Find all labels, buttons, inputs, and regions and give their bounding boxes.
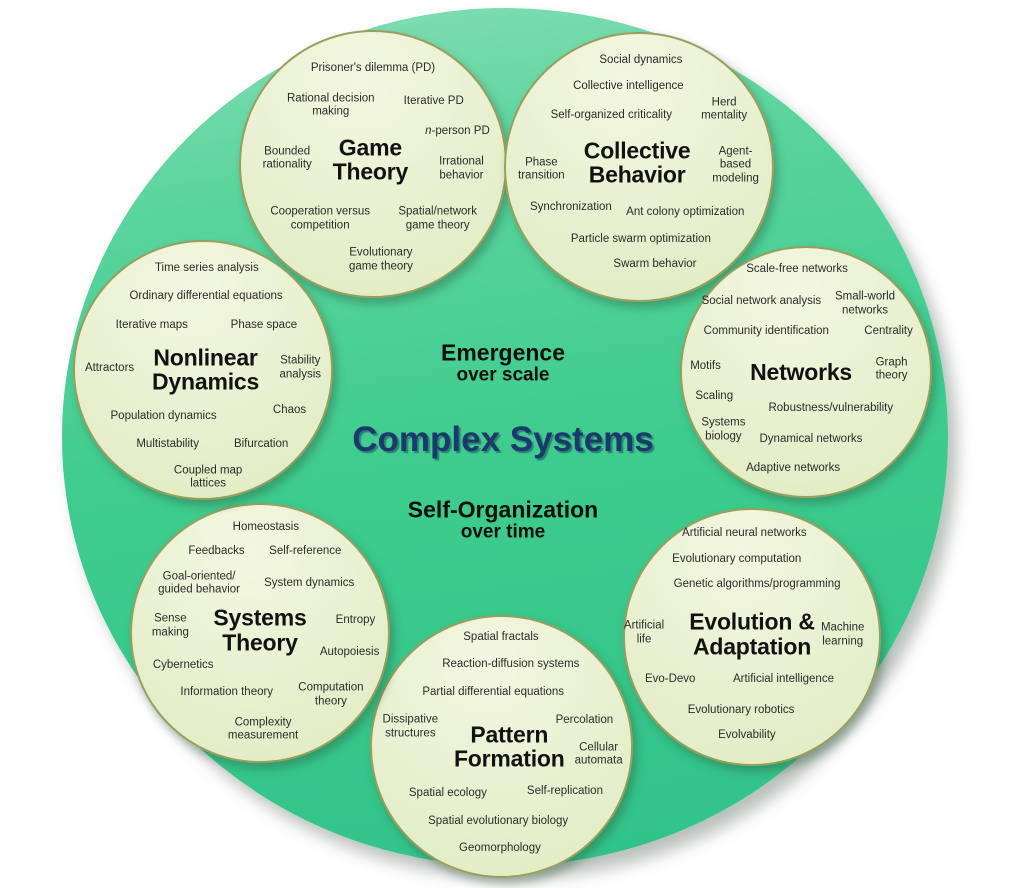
networks-title: Networks [750, 358, 852, 385]
evolution-adaptation-term: Machine learning [820, 621, 865, 647]
networks-term: Robustness/vulnerability [768, 402, 894, 415]
evolution-adaptation-term: Artificial life [623, 619, 665, 646]
collective-behavior-term: Agent-based modeling [712, 145, 759, 185]
networks-term: Small-world networks [834, 290, 896, 317]
nonlinear-dynamics-term: Multistability [136, 437, 199, 450]
systems-theory-term: Cybernetics [152, 658, 214, 671]
game-theory-term: n-person PD [425, 125, 490, 138]
systems-theory-term: System dynamics [264, 577, 355, 590]
game-theory-term: Rational decision making [286, 92, 375, 118]
pattern-formation-term: Spatial fractals [463, 630, 539, 643]
systems-theory-term: Complexity measurement [227, 715, 299, 742]
networks-term: Graph theory [875, 355, 908, 382]
collective-behavior-term: Social dynamics [599, 53, 683, 66]
evolution-adaptation-term: Artificial intelligence [732, 673, 834, 686]
emergence-label: Emergence over scale [441, 339, 565, 386]
self-organization-line2: over time [460, 521, 546, 543]
systems-theory-term: Self-reference [269, 545, 342, 558]
collective-behavior-term: Collective intelligence [573, 80, 684, 93]
networks-term: Scaling [695, 390, 734, 403]
game-theory-term: Evolutionary game theory [348, 246, 413, 273]
nonlinear-dynamics-term: Bifurcation [233, 437, 289, 450]
collective-behavior-term: Synchronization [529, 201, 612, 214]
nonlinear-dynamics-term: Stability analysis [279, 354, 322, 380]
evolution-adaptation-term: Evolutionary computation [672, 553, 802, 566]
systems-theory-term: Homeostasis [232, 520, 300, 533]
pattern-formation-term: Percolation [555, 714, 614, 727]
systems-theory-term: Computation theory [298, 681, 364, 707]
collective-behavior-term: Ant colony optimization [626, 206, 745, 219]
networks-term: Adaptive networks [746, 461, 841, 474]
nonlinear-dynamics-term: Phase space [230, 319, 298, 332]
evolution-adaptation-term: Evolutionary robotics [687, 703, 795, 716]
nonlinear-dynamics-term: Ordinary differential equations [129, 290, 283, 303]
game-theory-term: Cooperation versus competition [270, 205, 371, 232]
collective-behavior-term: Herd mentality [701, 96, 748, 122]
collective-behavior-term: Phase transition [518, 156, 565, 182]
systems-theory-term: Sense making [151, 612, 189, 639]
evolution-adaptation-circle: Evolution &Adaptation Artificial neural n… [623, 508, 881, 766]
self-organization-line1: Self-Organization [407, 496, 599, 523]
game-theory-term: Spatial/network game theory [398, 205, 477, 232]
game-theory-term: Bounded rationality [262, 145, 312, 171]
nonlinear-dynamics-term: Time series analysis [154, 261, 259, 274]
evolution-adaptation-term: Evo-Devo [644, 673, 696, 686]
networks-term: Social network analysis [701, 295, 822, 308]
evolution-adaptation-term: Artificial neural networks [682, 526, 807, 539]
evolution-adaptation-title: Evolution &Adaptation [689, 609, 815, 660]
emergence-line2: over scale [456, 364, 550, 386]
pattern-formation-term: Spatial ecology [408, 787, 487, 800]
nonlinear-dynamics-term: Iterative maps [115, 319, 188, 332]
game-theory-term: Irrational behavior [439, 155, 484, 182]
nonlinear-dynamics-term: Attractors [84, 362, 135, 375]
game-theory-term: Prisoner's dilemma (PD) [310, 62, 436, 75]
pattern-formation-term: Spatial evolutionary biology [428, 814, 569, 827]
networks-term: Systems biology [701, 416, 746, 443]
collective-behavior-term: Swarm behavior [613, 258, 697, 271]
evolution-adaptation-term: Evolvability [718, 728, 776, 741]
pattern-formation-term: Reaction-diffusion systems [442, 658, 580, 671]
nonlinear-dynamics-term: Chaos [272, 404, 307, 417]
collective-behavior-term: Self-organized criticality [550, 108, 673, 121]
networks-term: Community identification [703, 325, 829, 338]
pattern-formation-term: Dissipative structures [382, 713, 439, 740]
systems-theory-term: Information theory [180, 686, 274, 699]
networks-term: Dynamical networks [759, 433, 863, 446]
networks-term: Scale-free networks [746, 262, 848, 275]
complex-systems-title: Complex Systems [352, 420, 654, 459]
game-theory-term: Iterative PD [403, 95, 464, 108]
pattern-formation-term: Geomorphology [459, 841, 541, 854]
systems-theory-term: Entropy [335, 614, 376, 627]
pattern-formation-term: Cellular automata [574, 741, 623, 767]
pattern-formation-term: Partial differential equations [422, 686, 565, 699]
collective-behavior-term: Particle swarm optimization [570, 233, 711, 246]
pattern-formation-term: Self-replication [526, 785, 603, 798]
nonlinear-dynamics-term: Coupled map lattices [173, 463, 243, 490]
evolution-adaptation-term: Genetic algorithms/programming [673, 578, 841, 591]
emergence-line1: Emergence [440, 339, 566, 366]
systems-theory-term: Goal-oriented/ guided behavior [158, 570, 240, 596]
nonlinear-dynamics-term: Population dynamics [110, 410, 217, 423]
networks-term: Motifs [690, 360, 721, 373]
systems-theory-term: Feedbacks [188, 545, 245, 558]
networks-term: Centrality [864, 325, 913, 338]
self-organization-label: Self-Organization over time [408, 496, 598, 543]
systems-theory-term: Autopoiesis [319, 646, 380, 659]
